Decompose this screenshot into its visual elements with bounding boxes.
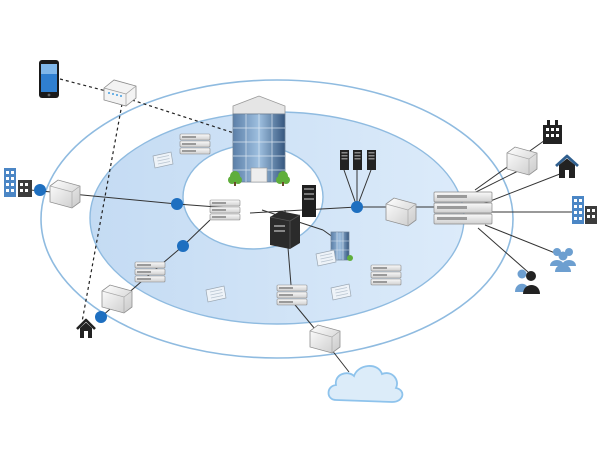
folder-icon xyxy=(506,146,538,176)
tower-server-icon xyxy=(367,150,376,170)
rack-server-icon xyxy=(276,284,308,306)
tower-server-icon xyxy=(353,150,362,170)
wireless-dashed-links xyxy=(59,78,235,323)
users-icon xyxy=(515,269,540,294)
node-dot xyxy=(177,240,189,252)
wifi-router-icon xyxy=(103,79,137,107)
node-dot xyxy=(95,311,107,323)
office-building-icon xyxy=(330,231,353,261)
office-building-icon xyxy=(228,95,290,186)
tower-server-icon xyxy=(269,211,301,249)
rack-server-icon xyxy=(209,199,241,221)
smartphone-icon xyxy=(39,60,59,98)
cloud-icon xyxy=(327,365,404,403)
home-icon xyxy=(75,318,97,340)
tower-server-icon xyxy=(302,185,316,217)
office-icon xyxy=(4,168,32,197)
node-dot xyxy=(34,184,46,196)
rack-server-icon xyxy=(134,261,166,283)
node-dots xyxy=(34,184,363,323)
node-dot xyxy=(171,198,183,210)
office-icon xyxy=(543,120,562,144)
tower-server-icon xyxy=(340,150,349,170)
rack-server-icon xyxy=(370,264,402,286)
office-icon xyxy=(572,196,597,224)
users-icon xyxy=(550,248,576,272)
node-dot xyxy=(351,201,363,213)
rack-server-icon xyxy=(179,133,211,155)
rack-server-icon xyxy=(433,191,493,225)
home-icon xyxy=(555,154,579,178)
